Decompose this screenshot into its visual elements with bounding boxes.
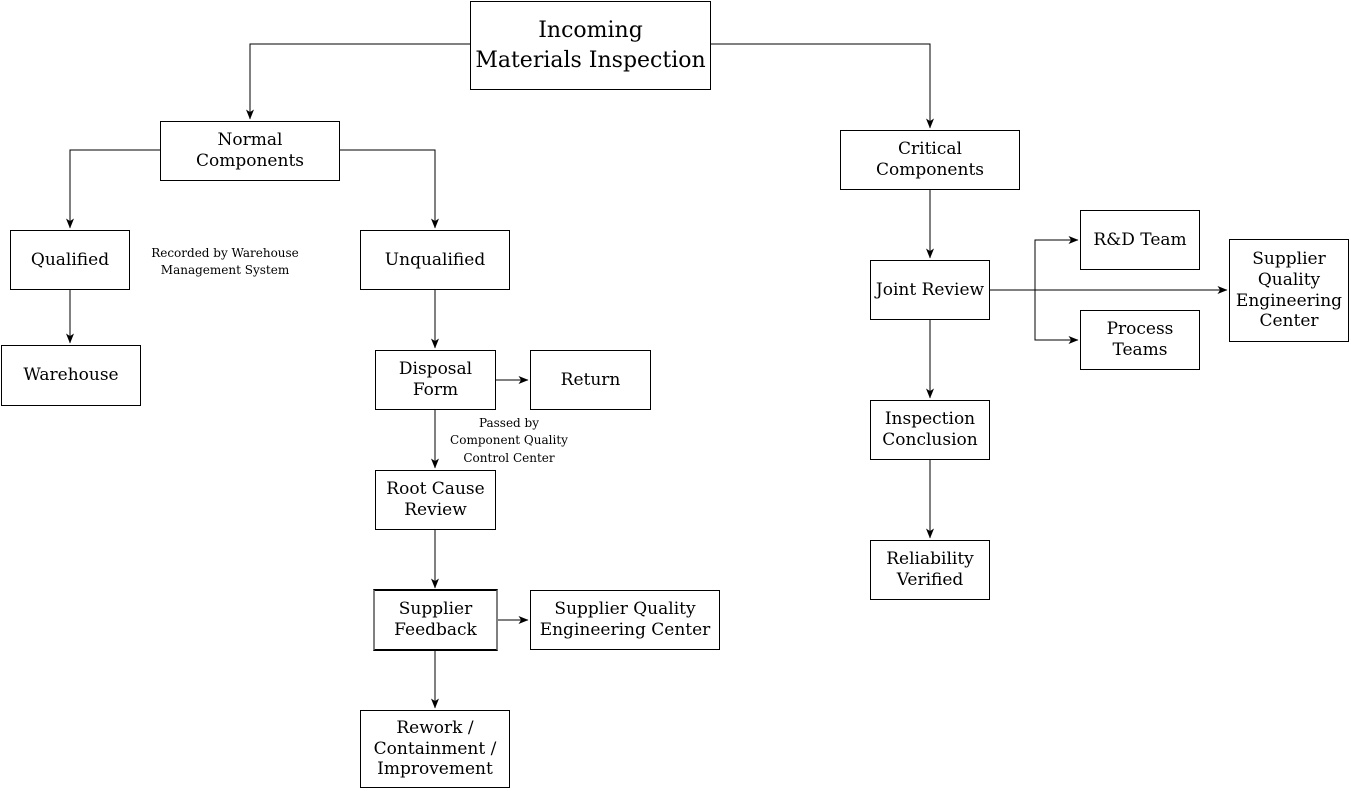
node-disposal-form: Disposal Form [375,350,496,410]
node-joint-review: Joint Review [870,260,990,320]
node-critical-components: Critical Components [840,130,1020,190]
node-qualified: Qualified [10,230,130,290]
edge-normal-to-unqualified [340,149,439,229]
annotation-passed-by-cqcc: Passed by Component Quality Control Cent… [450,416,568,465]
node-return: Return [530,350,651,410]
node-reliability-verified: Reliability Verified [870,540,990,600]
edge-normal-to-qualified [66,149,160,229]
annotation-recorded-by-warehouse: Recorded by Warehouse Management System [151,246,299,278]
node-incoming-materials-inspection: Incoming Materials Inspection [470,1,711,90]
node-unqualified: Unqualified [360,230,510,290]
node-process-teams: Process Teams [1080,310,1200,370]
edge-title-to-critical [711,43,934,129]
node-root-cause-review: Root Cause Review [375,470,496,530]
node-inspection-conclusion: Inspection Conclusion [870,400,990,460]
edge-title-to-normal [246,43,470,120]
edge-joint-review-to-rd-team [1034,236,1079,290]
node-normal-components: Normal Components [160,121,340,181]
node-supplier-quality-engineering-center-mid: Supplier Quality Engineering Center [530,590,720,650]
node-supplier-feedback: Supplier Feedback [373,589,498,651]
node-rework-containment-improvement: Rework / Containment / Improvement [360,710,510,788]
edge-joint-review-to-process-teams [1034,290,1079,344]
node-rd-team: R&D Team [1080,210,1200,270]
node-supplier-quality-engineering-center-right: Supplier Quality Engineering Center [1229,239,1349,342]
node-warehouse: Warehouse [1,345,141,406]
